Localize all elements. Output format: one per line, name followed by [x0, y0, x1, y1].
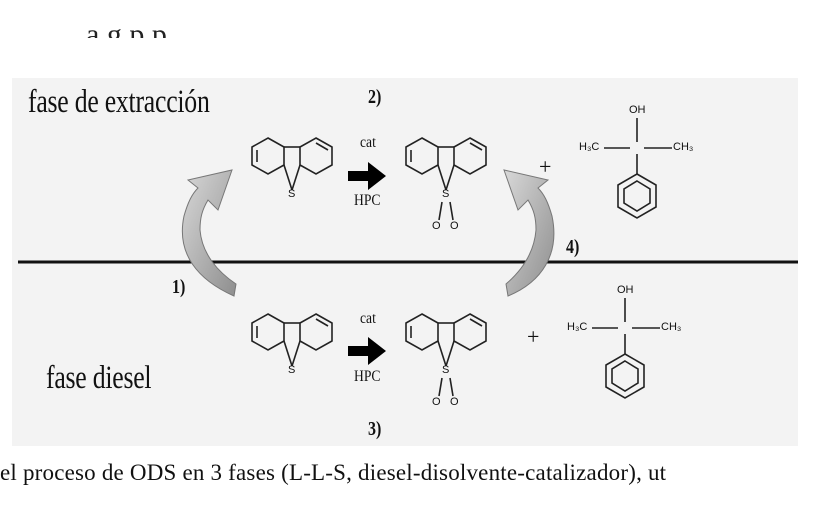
- atom-sulfur-bottom-right: S: [442, 364, 450, 376]
- phase-label-diesel: fase diesel: [46, 360, 152, 396]
- catalyst-label-bottom: cat: [360, 310, 376, 327]
- figure-caption: el proceso de ODS en 3 fases (L-L-S, die…: [0, 460, 667, 485]
- right-transfer-arrow: [503, 169, 555, 297]
- phase-label-extraction: fase de extracción: [28, 84, 210, 120]
- step-label-2: 2): [368, 86, 382, 108]
- dibenzothiophene-top: [251, 137, 333, 191]
- atom-methyl-right-top: CH₃: [673, 141, 694, 153]
- top-reaction-arrow: [348, 162, 386, 190]
- cumyl-alcohol-bottom: [592, 298, 660, 399]
- plus-sign-top: +: [539, 154, 552, 179]
- reaction-scheme-drawing: [18, 118, 798, 399]
- atom-hydroxyl-top: OH: [629, 104, 646, 116]
- oxidant-label-top: HPC: [354, 192, 381, 209]
- dibenzothiophene-sulfone-bottom: [405, 313, 487, 397]
- step-label-3: 3): [368, 418, 382, 440]
- cumyl-alcohol-top: [604, 118, 672, 219]
- oxidant-label-bottom: HPC: [354, 368, 381, 385]
- step-label-4: 4): [566, 236, 580, 258]
- atom-sulfur-bottom-left: S: [288, 364, 296, 376]
- cropped-text-fragment: a g p p: [86, 20, 167, 38]
- atom-sulfur-top-right: S: [442, 188, 450, 200]
- atom-methyl-left-top: H₃C: [579, 141, 600, 153]
- atom-oxygen-bottom-1: O: [432, 396, 441, 408]
- left-transfer-arrow: [182, 169, 237, 297]
- catalyst-label-top: cat: [360, 134, 376, 151]
- atom-hydroxyl-bottom: OH: [617, 284, 634, 296]
- step-label-1: 1): [172, 276, 186, 298]
- ods-reaction-figure: fase de extracción fase diesel 2) 1) 4) …: [12, 78, 798, 446]
- atom-sulfur-top-left: S: [288, 188, 296, 200]
- atom-oxygen-top-2: O: [450, 220, 459, 232]
- dibenzothiophene-bottom: [251, 313, 333, 367]
- atom-methyl-right-bottom: CH₃: [661, 321, 682, 333]
- plus-sign-bottom: +: [527, 324, 540, 349]
- atom-oxygen-top-1: O: [432, 220, 441, 232]
- atom-oxygen-bottom-2: O: [450, 396, 459, 408]
- bottom-reaction-arrow: [348, 337, 386, 365]
- dibenzothiophene-sulfone-top: [405, 137, 487, 221]
- atom-methyl-left-bottom: H₃C: [567, 321, 588, 333]
